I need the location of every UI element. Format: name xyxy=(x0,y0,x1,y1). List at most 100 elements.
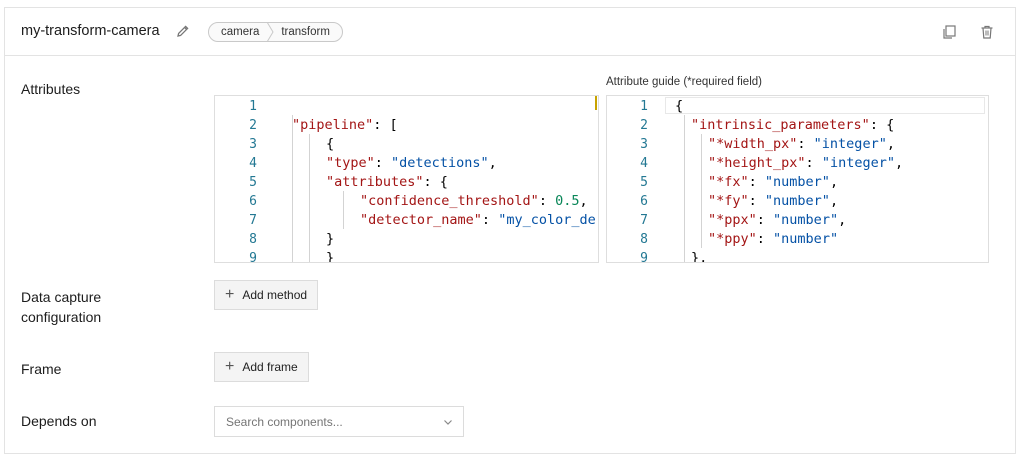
code-line: }, xyxy=(691,249,708,263)
add-method-button[interactable]: + Add method xyxy=(214,280,319,310)
depends-on-label: Depends on xyxy=(21,413,97,429)
search-components-input[interactable] xyxy=(224,413,428,430)
code-token: : xyxy=(756,212,774,228)
indent-guide xyxy=(701,134,702,248)
code-line: "*fx": "number", xyxy=(708,173,838,192)
frame-label: Frame xyxy=(21,361,62,377)
depends-on-select[interactable] xyxy=(214,406,464,437)
code-token: "intrinsic_parameters" xyxy=(691,117,870,133)
component-card: my-transform-camera camera transform Att… xyxy=(4,7,1016,454)
line-number: 6 xyxy=(640,194,648,209)
add-method-label: Add method xyxy=(242,288,308,302)
code-token: , xyxy=(886,136,895,152)
line-number: 2 xyxy=(249,118,257,133)
text-cursor xyxy=(595,96,597,110)
code-line: "pipeline": [ xyxy=(292,116,398,135)
add-frame-label: Add frame xyxy=(242,360,298,374)
code-token: , xyxy=(488,155,497,171)
code-token: "type" xyxy=(326,155,375,171)
chevron-down-icon[interactable] xyxy=(443,417,453,427)
code-token: "*width_px" xyxy=(708,136,798,152)
code-token: "confidence_threshold" xyxy=(360,193,539,209)
line-number: 4 xyxy=(640,156,648,171)
line-number: 1 xyxy=(640,99,648,114)
code-token: : xyxy=(797,136,814,152)
code-line: "intrinsic_parameters": { xyxy=(691,116,894,135)
line-number: 6 xyxy=(249,194,257,209)
card-header: my-transform-camera camera transform xyxy=(5,8,1015,56)
code-token: { xyxy=(326,136,335,152)
pencil-icon[interactable] xyxy=(176,24,190,38)
trash-icon[interactable] xyxy=(979,24,995,40)
code-token: "detector_name" xyxy=(360,212,482,228)
code-token: , xyxy=(829,193,839,209)
indent-guide xyxy=(343,191,344,229)
code-token: "number" xyxy=(764,193,830,209)
code-token: : xyxy=(481,212,499,228)
code-token: : { xyxy=(869,117,895,133)
code-token: 0.5 xyxy=(555,193,580,209)
code-line: { xyxy=(326,135,334,154)
code-line: } xyxy=(326,230,334,249)
code-token: } xyxy=(326,231,335,247)
code-token: , xyxy=(829,174,839,190)
line-number: 9 xyxy=(249,251,257,263)
line-number: 3 xyxy=(640,137,648,152)
line-number: 8 xyxy=(640,232,648,247)
code-token: "integer" xyxy=(813,136,887,152)
line-number: 3 xyxy=(249,137,257,152)
code-token: }, xyxy=(691,250,708,263)
duplicate-icon[interactable] xyxy=(941,24,957,40)
code-token: "number" xyxy=(773,212,839,228)
code-token: , xyxy=(838,212,847,228)
line-number: 7 xyxy=(249,213,257,228)
code-token: "*ppy" xyxy=(708,231,757,247)
code-line: "*ppy": "number" xyxy=(708,230,838,249)
line-number: 7 xyxy=(640,213,648,228)
code-token: "attributes" xyxy=(326,174,424,190)
data-capture-label-line1: Data capture xyxy=(21,289,102,305)
code-token: } xyxy=(326,250,335,263)
plus-icon: + xyxy=(225,286,235,303)
component-name: my-transform-camera xyxy=(21,23,160,39)
code-token: , xyxy=(894,155,904,171)
indent-guide xyxy=(684,115,685,262)
model-breadcrumb: camera transform xyxy=(208,22,343,42)
code-token: "*fx" xyxy=(708,174,749,190)
code-token: : xyxy=(374,155,392,171)
code-token: : [ xyxy=(373,117,398,133)
add-frame-button[interactable]: + Add frame xyxy=(214,352,309,382)
line-number: 9 xyxy=(640,251,648,263)
code-token: : { xyxy=(423,174,448,190)
code-token: : xyxy=(805,155,822,171)
line-number: 4 xyxy=(249,156,257,171)
breadcrumb-api: camera xyxy=(221,26,260,38)
code-token: "detections" xyxy=(391,155,489,171)
code-token: "*fy" xyxy=(708,193,749,209)
code-line: "*height_px": "integer", xyxy=(708,154,903,173)
line-number: 8 xyxy=(249,232,257,247)
attributes-label: Attributes xyxy=(21,81,81,97)
code-token: : xyxy=(748,193,765,209)
code-line: "*width_px": "integer", xyxy=(708,135,895,154)
chevron-right-icon xyxy=(266,22,274,42)
line-number: 2 xyxy=(640,118,648,133)
code-token: "*height_px" xyxy=(708,155,806,171)
code-token: "number" xyxy=(773,231,839,247)
indent-guide xyxy=(309,134,310,262)
code-line: "attributes": { xyxy=(326,173,448,192)
code-line: "*ppx": "number", xyxy=(708,211,846,230)
code-line: "detector_name": "my_color_de xyxy=(360,211,596,230)
line-number: 5 xyxy=(640,175,648,190)
code-line: { xyxy=(675,97,683,116)
code-token: "integer" xyxy=(821,155,895,171)
code-line: "type": "detections", xyxy=(326,154,497,173)
code-token: , xyxy=(579,193,588,209)
code-token: { xyxy=(675,98,684,114)
plus-icon: + xyxy=(225,358,235,375)
line-number: 1 xyxy=(249,99,257,114)
code-line: "*fy": "number", xyxy=(708,192,838,211)
breadcrumb-model: transform xyxy=(281,26,330,38)
attribute-guide-label: Attribute guide (*required field) xyxy=(606,76,762,88)
